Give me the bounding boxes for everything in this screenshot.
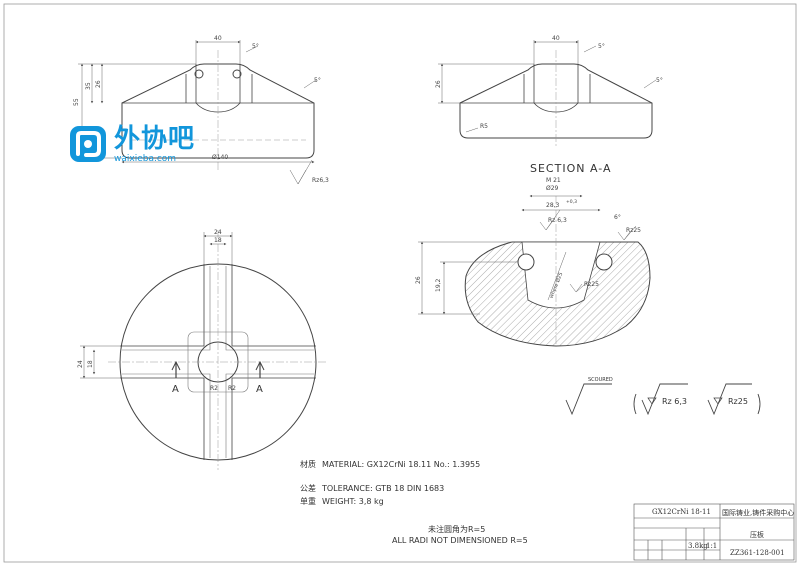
material-note: 材质 MATERIAL: GX12CrNi 18.11 No.: 1.3955 <box>300 459 480 470</box>
weight-note: 单重 WEIGHT: 3,8 kg <box>300 496 384 507</box>
dim-side-angle: 5° <box>656 77 663 84</box>
dim-m21: M 21 <box>546 177 561 184</box>
section-view-dims <box>418 194 637 315</box>
dim-height-55: 55 <box>73 98 80 106</box>
tolerance-value: TOLERANCE: GTB 18 DIN 1683 <box>322 484 445 493</box>
dim-depth-283: 28,3 <box>546 202 560 209</box>
section-view <box>464 196 651 347</box>
dim-height-26: 26 <box>95 80 102 88</box>
material-label-cn: 材质 <box>300 460 316 469</box>
rough-sec-rz25-a: Rz25 <box>626 227 641 234</box>
rough-scoured: SCOURED <box>588 377 613 383</box>
front-view-dims <box>78 40 317 185</box>
dim-plan-side-18: 18 <box>87 360 94 368</box>
dim-top-width: 40 <box>214 35 222 42</box>
title-block <box>633 503 795 561</box>
tolerance-label-cn: 公差 <box>300 484 316 493</box>
rough-sec-rz25-b: Rz25 <box>584 281 599 288</box>
tb-company: 国际铸业,铸件采购中心 <box>722 509 795 517</box>
tb-drawing-no: ZZ361-128-001 <box>730 549 785 557</box>
dim-angle-side: 5° <box>314 77 321 84</box>
section-mark-left: A <box>172 384 179 395</box>
dim-side-angle-top: 5° <box>598 43 605 50</box>
rough-sec-rz63: Rz 6,3 <box>548 217 567 224</box>
dim-plan-side-24: 24 <box>77 360 84 368</box>
tb-material: GX12CrNi 18-11 <box>652 508 711 516</box>
roughness-legend <box>565 383 761 416</box>
tolerance-note: 公差 TOLERANCE: GTB 18 DIN 1683 <box>300 483 444 494</box>
dim-plan-18: 18 <box>214 237 222 244</box>
dim-plan-24: 24 <box>214 229 222 236</box>
dim-plan-r2b: R2 <box>228 385 236 392</box>
section-mark-right: A <box>256 384 263 395</box>
weight-label-cn: 单重 <box>300 497 316 506</box>
dim-plan-r2: R2 <box>210 385 218 392</box>
tb-weight: 3.8kg <box>688 542 708 550</box>
tb-scale: 1:1 <box>706 542 718 550</box>
radii-note: ALL RADI NOT DIMENSIONED R=5 <box>392 536 528 545</box>
weight-value: WEIGHT: 3,8 kg <box>322 497 384 506</box>
plan-view <box>108 230 328 470</box>
dim-side-top-width: 40 <box>552 35 560 42</box>
dim-sec-192: 19,2 <box>435 278 442 292</box>
front-view <box>121 50 315 170</box>
tb-part-name: 压板 <box>750 531 764 539</box>
section-title: SECTION A-A <box>530 162 612 175</box>
logo-name: 外协吧 <box>114 124 196 154</box>
dim-sec-angle-6: 6° <box>614 214 621 221</box>
dim-radius-r5: R5 <box>480 123 488 130</box>
side-view-dims <box>438 40 657 133</box>
rough-rz63-front: Rz6,3 <box>312 177 329 184</box>
plan-view-dims <box>80 232 233 379</box>
rough-rz63: Rz 6,3 <box>662 397 687 406</box>
dim-tol-03: +0,3 <box>566 199 577 205</box>
rough-rz25: Rz25 <box>728 397 748 406</box>
logo-mark-icon <box>70 126 106 162</box>
drawing-border <box>3 3 797 563</box>
radii-note-cn: 未注圆角为R=5 <box>428 525 486 534</box>
dim-height-35: 35 <box>85 82 92 90</box>
logo-url: waixieba.com <box>114 154 177 164</box>
dim-dia-140: Ø140 <box>212 154 228 161</box>
dim-side-height-26: 26 <box>435 80 442 88</box>
side-view <box>459 50 653 148</box>
dim-dia-29: Ø29 <box>546 185 559 192</box>
dim-sec-26: 26 <box>415 276 422 284</box>
dim-angle-top: 5° <box>252 43 259 50</box>
material-value: MATERIAL: GX12CrNi 18.11 No.: 1.3955 <box>322 460 481 469</box>
brand-logo[interactable]: 外协吧 waixieba.com <box>68 124 195 164</box>
